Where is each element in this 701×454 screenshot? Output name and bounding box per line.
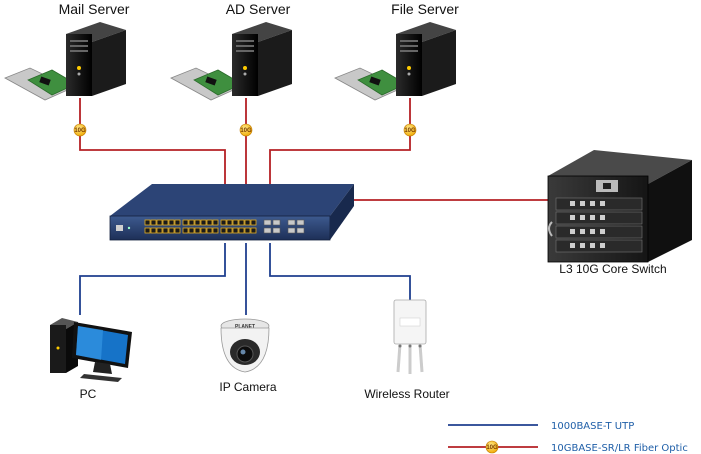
legend-utp: 1000BASE-T UTP [448, 421, 634, 432]
10g-badge: 10G [73, 123, 87, 137]
core-switch-chassis-icon [547, 150, 692, 263]
switch-rj45-ports [144, 219, 257, 234]
fiber-link-file-server [269, 98, 411, 184]
network-card-icon [334, 67, 407, 101]
legend-fiber-label: 10GBASE-SR/LR Fiber Optic [551, 443, 688, 454]
ad-server-label: AD Server [226, 1, 291, 17]
server-tower-icon [66, 22, 126, 96]
core-switch-label: L3 10G Core Switch [559, 262, 666, 276]
pc: PC [50, 318, 132, 401]
utp-link-pc [79, 243, 226, 315]
10g-badge: 10G [485, 440, 499, 454]
10g-badge-label: 10G [240, 128, 252, 134]
switch-sfp-ports [263, 219, 305, 234]
mail-server-label: Mail Server [59, 1, 130, 17]
camera-brand-label: PLANET [235, 324, 255, 330]
utp-link-wireless-router [269, 243, 411, 300]
ip-camera: PLANET IP Camera [219, 318, 277, 394]
network-card-icon [170, 67, 243, 101]
poe-switch-icon [109, 184, 354, 241]
access-point-icon [393, 299, 427, 374]
pc-icon [50, 318, 132, 382]
legend-utp-label: 1000BASE-T UTP [551, 421, 634, 432]
pc-label: PC [80, 387, 97, 401]
ip-camera-label: IP Camera [219, 380, 276, 394]
dome-camera-icon: PLANET [220, 318, 270, 373]
wireless-router: Wireless Router [364, 299, 450, 401]
legend-fiber: 10G 10GBASE-SR/LR Fiber Optic [448, 440, 688, 454]
wireless-router-label: Wireless Router [364, 387, 449, 401]
core-switch: L3 10G Core Switch [547, 150, 692, 276]
10g-badge: 10G [239, 123, 253, 137]
server-tower-icon [232, 22, 292, 96]
fiber-link-mail-server [79, 98, 226, 184]
file-server: File Server 10G [334, 1, 459, 137]
mail-server: Mail Server 10G [4, 1, 130, 137]
file-server-label: File Server [391, 1, 459, 17]
network-card-icon [4, 67, 77, 101]
10g-badge-label: 10G [486, 445, 498, 451]
10g-badge: 10G [403, 123, 417, 137]
legend: 1000BASE-T UTP 10G 10GBASE-SR/LR Fiber O… [448, 421, 688, 454]
10g-badge-label: 10G [74, 128, 86, 134]
console-port [116, 225, 123, 231]
server-tower-icon [396, 22, 456, 96]
ad-server: AD Server 10G [170, 1, 292, 137]
10g-badge-label: 10G [404, 128, 416, 134]
utp-links [79, 243, 411, 315]
